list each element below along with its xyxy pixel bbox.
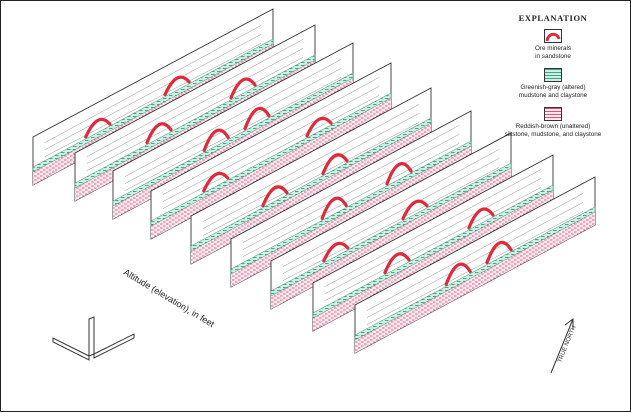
bedding-line — [242, 125, 460, 243]
bedding-line — [324, 187, 542, 301]
bedding-line — [162, 86, 380, 202]
bedding-line — [162, 95, 380, 209]
legend-title: EXPLANATION — [518, 13, 588, 23]
bedding-line — [324, 178, 542, 294]
altered-band — [112, 72, 354, 207]
bedding-line — [202, 113, 420, 229]
ore-roll — [163, 75, 191, 97]
altered-band — [150, 92, 392, 227]
section-panel — [150, 62, 392, 240]
bedding-line — [366, 193, 584, 311]
ore-roll — [145, 122, 173, 145]
unaltered-label-line2: siltstone, mudstone, and claystone — [504, 131, 602, 138]
ore-label-line1: Ore minerals — [534, 45, 572, 52]
ore-roll — [202, 128, 230, 152]
bedding-line — [162, 77, 380, 195]
altered-band — [230, 140, 472, 275]
ore-roll — [383, 252, 411, 275]
bedding-line — [324, 169, 542, 287]
ore-roll — [202, 171, 230, 193]
ore-roll — [243, 106, 271, 131]
ore-roll — [321, 153, 349, 176]
bedding-line — [202, 122, 420, 236]
altered-band — [190, 117, 432, 252]
ore-label-line2: in sandstone — [535, 53, 571, 60]
altered-swatch — [544, 68, 562, 82]
ore-roll — [401, 199, 429, 221]
legend-item-unaltered: Reddish-brown (unaltered) siltstone, mud… — [479, 107, 627, 139]
ore-roll — [467, 207, 495, 230]
bedding-line — [366, 202, 584, 318]
ore-roll — [444, 262, 472, 286]
bedding-line — [44, 43, 262, 157]
legend-item-ore: Ore minerals in sandstone — [479, 29, 627, 61]
bedding-line — [44, 25, 262, 143]
altered-band — [354, 206, 596, 341]
unaltered-band — [151, 98, 391, 239]
ore-roll — [261, 185, 289, 208]
bedding-line — [124, 68, 342, 184]
altered-band — [74, 54, 316, 189]
bedding-line — [86, 48, 304, 164]
altered-label-line1: Greenish-gray (altered) — [520, 84, 586, 91]
ore-swatch — [544, 29, 562, 43]
altered-band — [32, 38, 274, 173]
bedding-line — [44, 34, 262, 150]
altered-band — [270, 162, 512, 297]
ore-roll — [322, 241, 350, 263]
section-panel — [354, 176, 596, 354]
cross-section-panels — [32, 8, 596, 354]
altered-label-line2: mudstone and claystone — [518, 92, 588, 99]
altered-band — [312, 184, 554, 319]
axis-indicator — [52, 316, 135, 361]
legend-item-altered: Greenish-gray (altered) mudstone and cla… — [479, 68, 627, 100]
north-arrow — [550, 318, 574, 374]
unaltered-swatch — [544, 107, 562, 121]
bedding-line — [124, 59, 342, 177]
bedding-line — [124, 77, 342, 191]
bedding-line — [86, 39, 304, 157]
unaltered-band — [355, 212, 595, 353]
bedding-line — [366, 211, 584, 325]
bedding-line — [242, 143, 460, 257]
unaltered-label-line1: Reddish-brown (unaltered) — [515, 123, 591, 130]
ore-roll — [229, 77, 257, 100]
ore-roll — [84, 117, 112, 139]
north-arrow-label: TRUE NORTH — [557, 325, 577, 364]
ore-roll — [385, 162, 413, 186]
bedding-line — [242, 134, 460, 250]
bedding-line — [282, 149, 500, 267]
ore-roll — [320, 196, 348, 220]
bedding-line — [282, 167, 500, 281]
legend: EXPLANATION Ore minerals in sandstone Gr… — [479, 13, 627, 146]
ore-roll — [305, 116, 333, 138]
bedding-line — [202, 104, 420, 222]
ore-roll — [485, 240, 513, 265]
bedding-line — [86, 57, 304, 171]
bedding-line — [282, 158, 500, 274]
